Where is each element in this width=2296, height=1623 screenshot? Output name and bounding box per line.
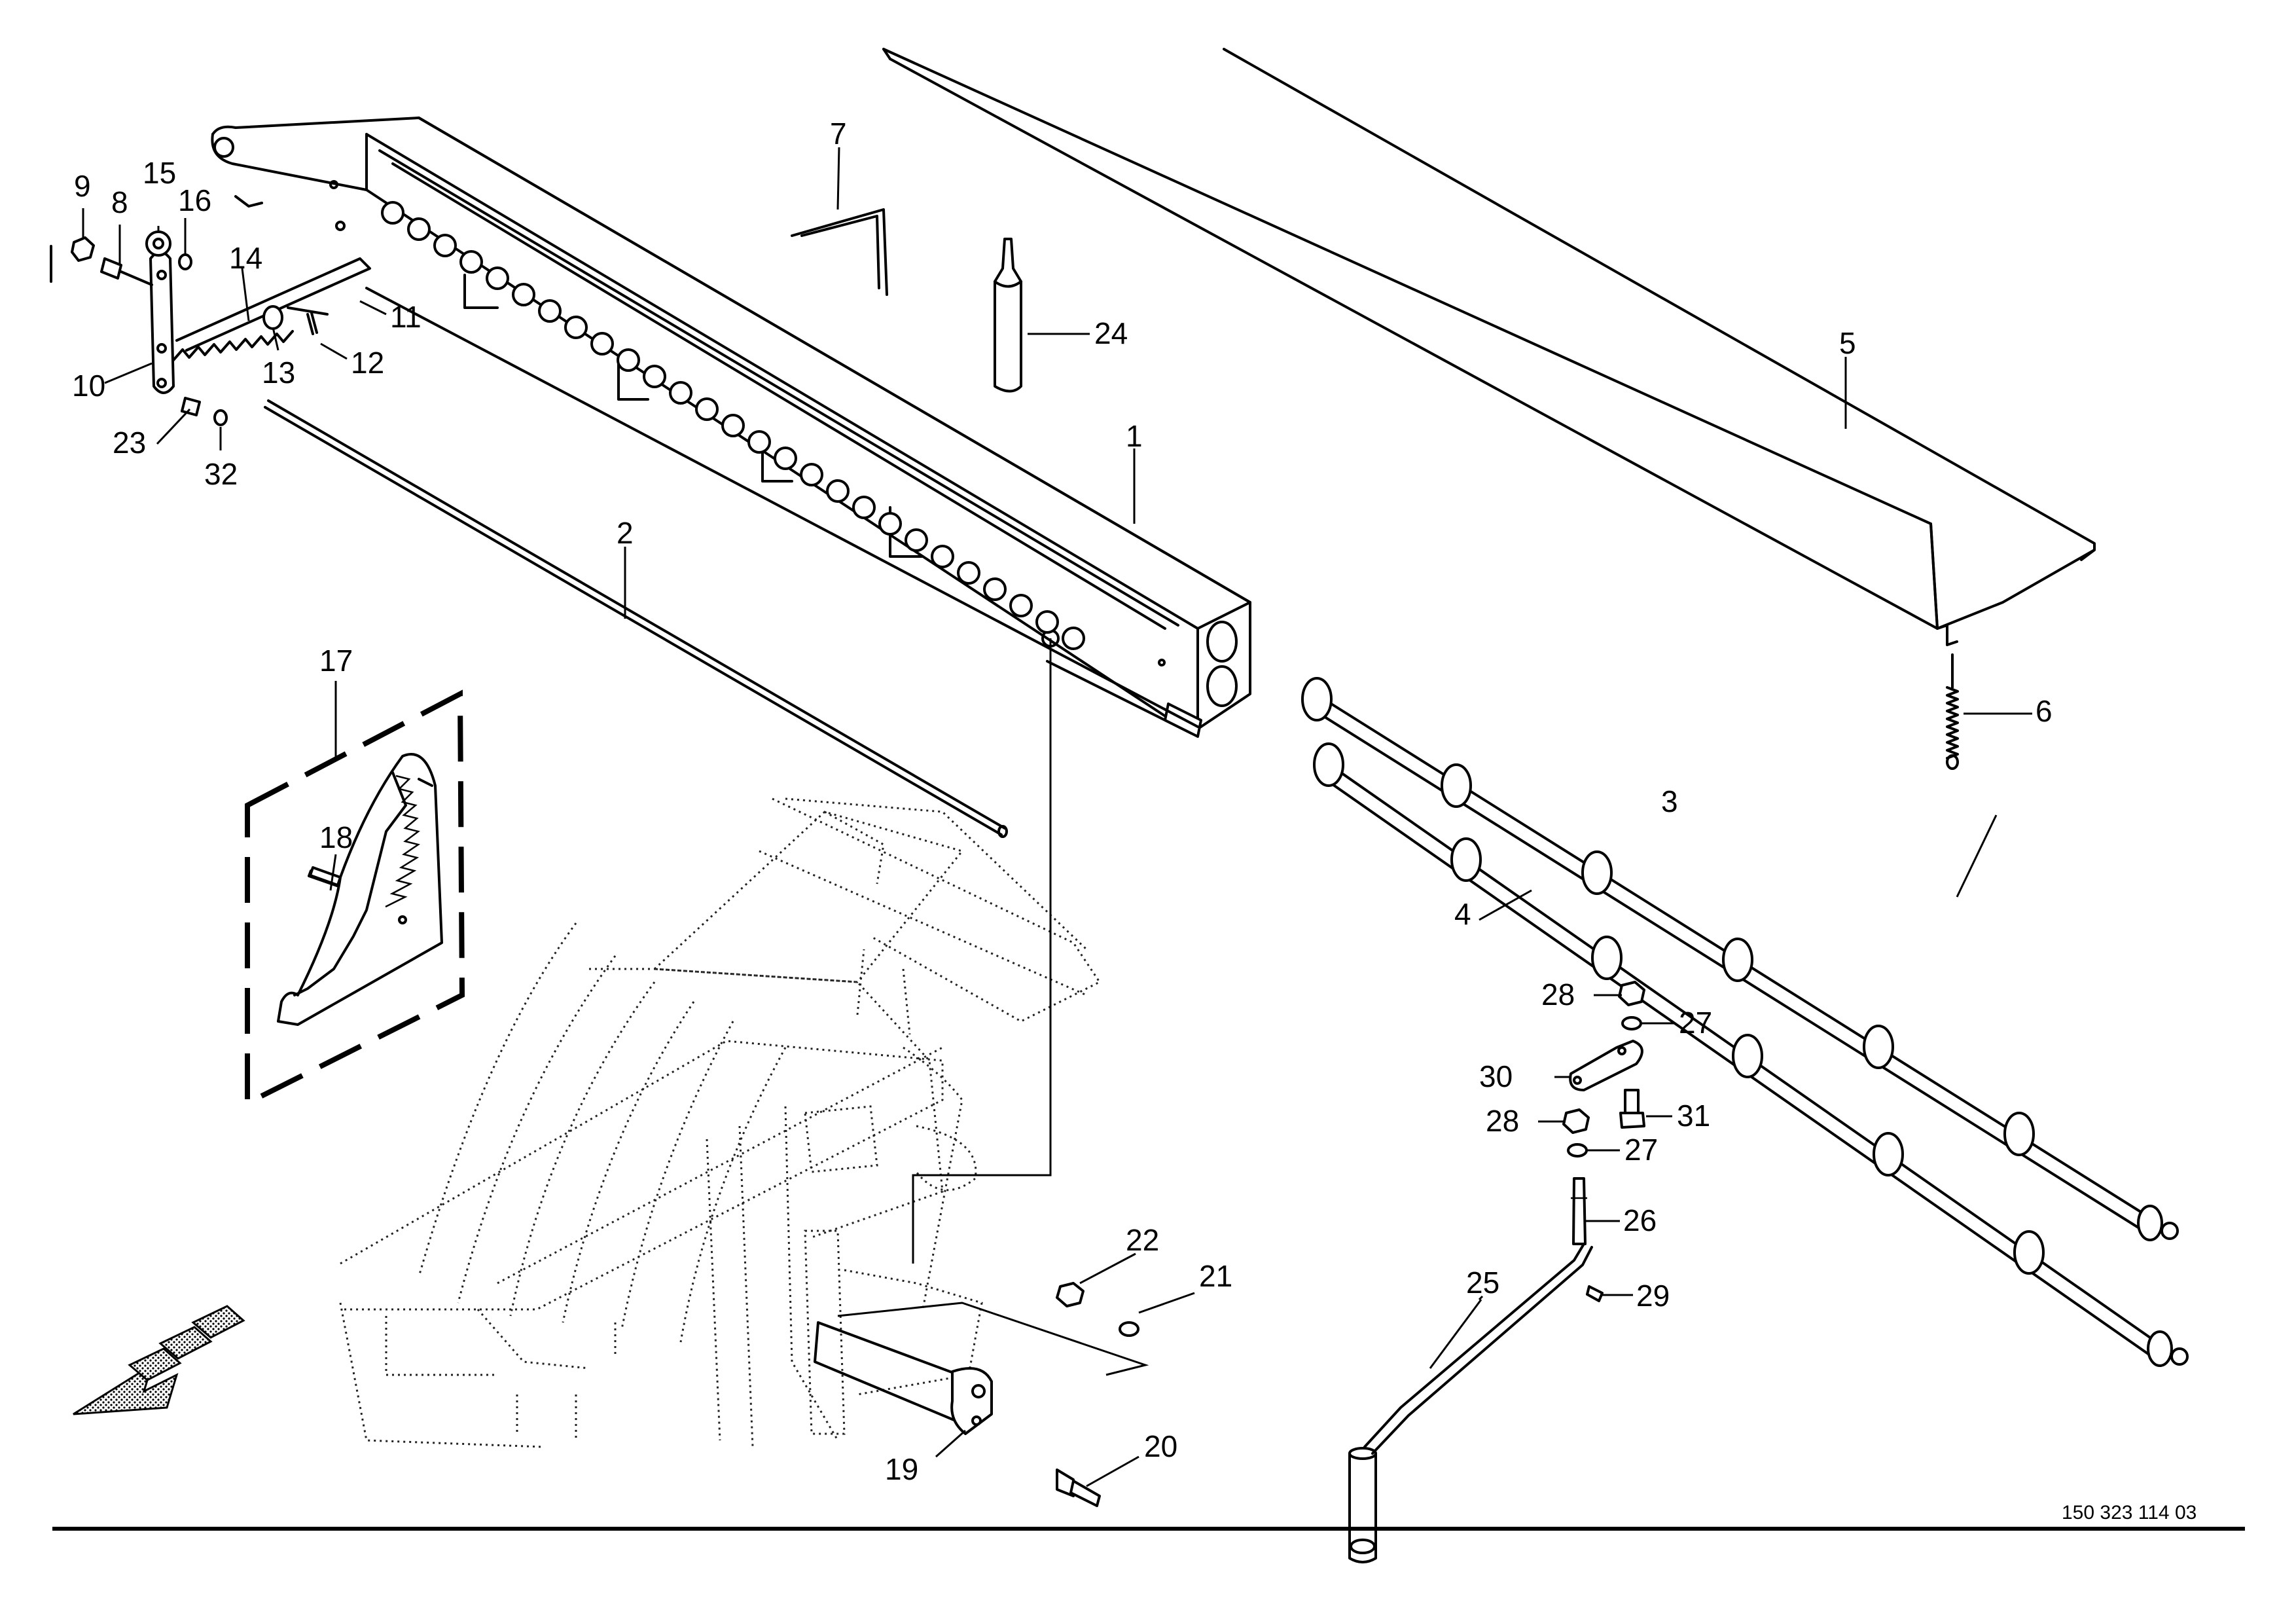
callout-10: 10 — [72, 369, 105, 403]
callout-17: 17 — [319, 644, 353, 678]
callout-16: 16 — [178, 183, 211, 217]
callout-28-lower: 28 — [1486, 1104, 1519, 1138]
callout-18: 18 — [319, 820, 353, 854]
callout-19: 19 — [885, 1452, 918, 1486]
callout-14: 14 — [229, 241, 262, 275]
callout-30: 30 — [1479, 1059, 1513, 1093]
tension-spring — [1946, 653, 1959, 770]
bearing-bracket — [814, 1282, 1149, 1507]
callout-22: 22 — [1126, 1223, 1159, 1257]
long-rod — [264, 399, 1008, 838]
gear-plate-detail — [245, 689, 465, 1108]
callout-4: 4 — [1454, 897, 1471, 931]
linkage-parts — [1348, 981, 1645, 1563]
leader-lines — [82, 147, 2032, 1487]
callout-12: 12 — [351, 346, 384, 380]
callout-8: 8 — [111, 185, 128, 219]
callout-15: 15 — [143, 156, 176, 190]
callout-21: 21 — [1199, 1259, 1232, 1293]
grease-cartridge — [994, 238, 1022, 393]
callout-9: 9 — [74, 169, 91, 203]
callout-6: 6 — [2036, 694, 2053, 728]
left-small-parts — [50, 230, 371, 426]
top-cover-sheet — [882, 48, 2096, 646]
disc-shaft-upper — [1301, 677, 2179, 1241]
callout-20: 20 — [1144, 1429, 1177, 1463]
main-beam-frame — [211, 117, 1251, 738]
travel-direction-arrow — [73, 1305, 245, 1415]
machine-frame-ghost — [339, 797, 1102, 1448]
callout-27-upper: 27 — [1679, 1006, 1712, 1040]
callout-7: 7 — [830, 117, 847, 151]
callout-3: 3 — [1661, 784, 1678, 818]
callout-32: 32 — [204, 457, 238, 491]
callout-5: 5 — [1839, 326, 1856, 360]
callout-29: 29 — [1636, 1279, 1670, 1313]
callout-25: 25 — [1466, 1266, 1499, 1300]
callout-1: 1 — [1126, 419, 1143, 453]
callout-13: 13 — [262, 356, 295, 390]
bent-pin — [791, 208, 888, 296]
disc-shaft-lower — [1313, 742, 2189, 1367]
callout-2: 2 — [617, 516, 634, 550]
callout-11: 11 — [390, 300, 422, 334]
callout-23: 23 — [113, 426, 146, 460]
loop-row — [381, 201, 1085, 650]
document-number: 150 323 114 03 — [2062, 1502, 2197, 1523]
callout-27-lower: 27 — [1624, 1133, 1658, 1167]
callout-28-upper: 28 — [1541, 977, 1575, 1012]
callout-labels: 1 2 3 4 5 6 7 8 9 10 11 12 13 14 15 16 1… — [72, 117, 2053, 1486]
callout-26: 26 — [1623, 1203, 1657, 1237]
callout-24: 24 — [1094, 316, 1128, 350]
callout-31: 31 — [1677, 1099, 1710, 1133]
